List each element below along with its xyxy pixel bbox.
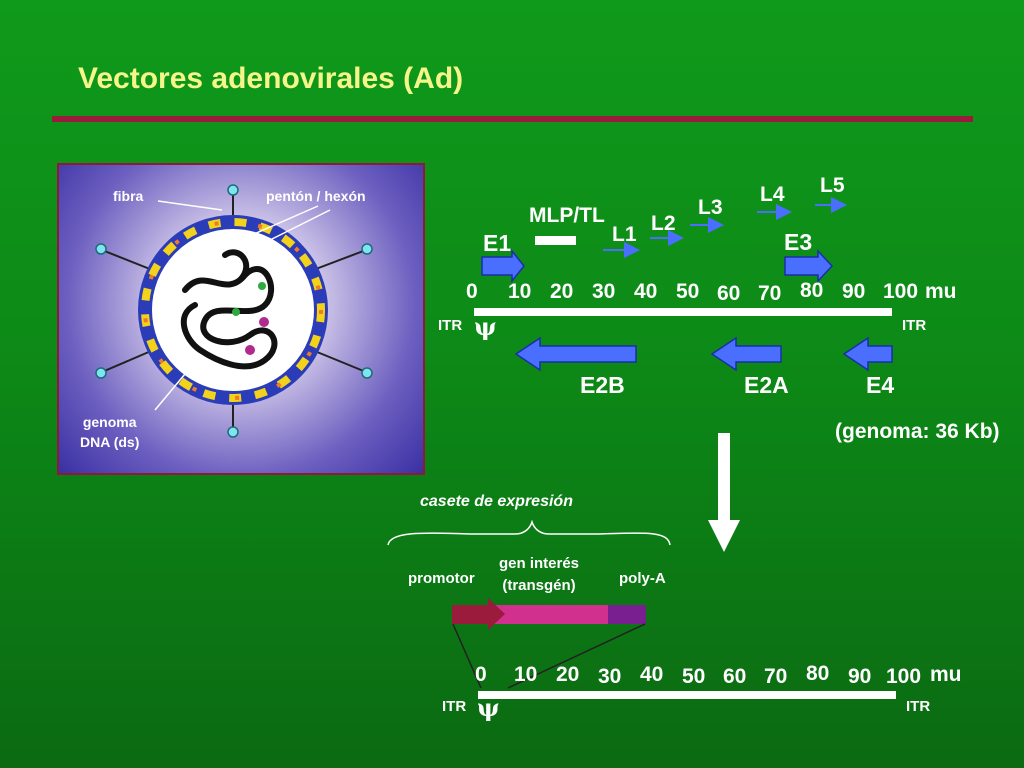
tick-label: 100: [883, 280, 919, 303]
e4-label: E4: [866, 372, 895, 398]
virion-core-proteins: [232, 282, 269, 355]
polya-segment: [608, 605, 646, 624]
down-arrow: [708, 433, 740, 552]
e2b-label: E2B: [580, 372, 625, 398]
l3-label: L3: [698, 196, 723, 219]
vector-tick-label: 10: [514, 663, 538, 686]
l2-label: L2: [651, 212, 676, 235]
tick-label: 50: [676, 280, 700, 303]
promoter-label: promotor: [408, 570, 475, 587]
title-divider: [52, 116, 973, 122]
vector-tick-label: 20: [556, 663, 580, 686]
genome-axis-bar: [474, 308, 892, 316]
penton-hexon-label: pentón / hexón: [266, 188, 366, 204]
genome-dna-label: genoma DNA (ds): [80, 414, 140, 450]
transgene-label: gen interés (transgén): [499, 555, 580, 594]
e3-label: E3: [784, 229, 813, 255]
vector-tick-label: 60: [723, 665, 747, 688]
vector-unit-label: mu: [930, 663, 962, 686]
vector-axis-bar: [478, 691, 896, 699]
vector-tick-label: 90: [848, 665, 872, 688]
itr-left-label: ITR: [438, 317, 463, 334]
vector-itr-right-label: ITR: [906, 698, 931, 715]
mlp-tl-bar: [535, 236, 576, 245]
cassette-title: casete de expresión: [420, 493, 573, 510]
vector-tick-label: 30: [598, 665, 622, 688]
tick-label: 20: [550, 280, 574, 303]
polya-label: poly-A: [619, 570, 666, 587]
tick-label: 90: [842, 280, 866, 303]
vector-tick-label: 100: [886, 665, 922, 688]
tick-label: 30: [592, 280, 616, 303]
tick-label: 80: [800, 279, 824, 302]
tick-label: 10: [508, 280, 532, 303]
vector-tick-label: 80: [806, 662, 830, 685]
l1-label: L1: [612, 223, 637, 246]
fiber-label: fibra: [113, 188, 144, 204]
itr-right-label: ITR: [902, 317, 927, 334]
virion-fiber-knobs: [95, 184, 373, 438]
transgene-segment: [488, 605, 610, 624]
mlp-tl-label: MLP/TL: [529, 204, 605, 227]
tick-label: 60: [717, 282, 741, 305]
e1-arrow: [481, 248, 525, 284]
psi-label: ψ: [474, 312, 497, 341]
slide-title: Vectores adenovirales (Ad): [78, 62, 464, 95]
tick-label: 70: [758, 282, 782, 305]
e3-arrow: [784, 249, 834, 283]
l5-label: L5: [820, 174, 845, 197]
e2b-arrow: [514, 336, 637, 372]
vector-tick-label: 50: [682, 665, 706, 688]
e2a-arrow: [710, 336, 782, 372]
cassette-brace: [387, 519, 671, 546]
e4-arrow: [842, 336, 893, 372]
vector-tick-label: 40: [640, 663, 664, 686]
insertion-lines: [452, 623, 646, 689]
unit-label: mu: [925, 280, 957, 303]
e1-label: E1: [483, 230, 512, 256]
genome-size-note: (genoma: 36 Kb): [835, 420, 1000, 443]
virion-callouts: [154, 200, 331, 411]
vector-itr-left-label: ITR: [442, 698, 467, 715]
tick-label: 40: [634, 280, 658, 303]
virion-genome-dna: [180, 249, 278, 370]
tick-label: 0: [466, 280, 478, 303]
promoter-arrow: [452, 598, 505, 630]
vector-tick-label: 0: [475, 663, 487, 686]
vector-psi-label: ψ: [477, 693, 500, 722]
late-transcript-arrows: [603, 197, 847, 258]
l4-label: L4: [760, 183, 785, 206]
vector-tick-label: 70: [764, 665, 788, 688]
e2a-label: E2A: [744, 372, 789, 398]
